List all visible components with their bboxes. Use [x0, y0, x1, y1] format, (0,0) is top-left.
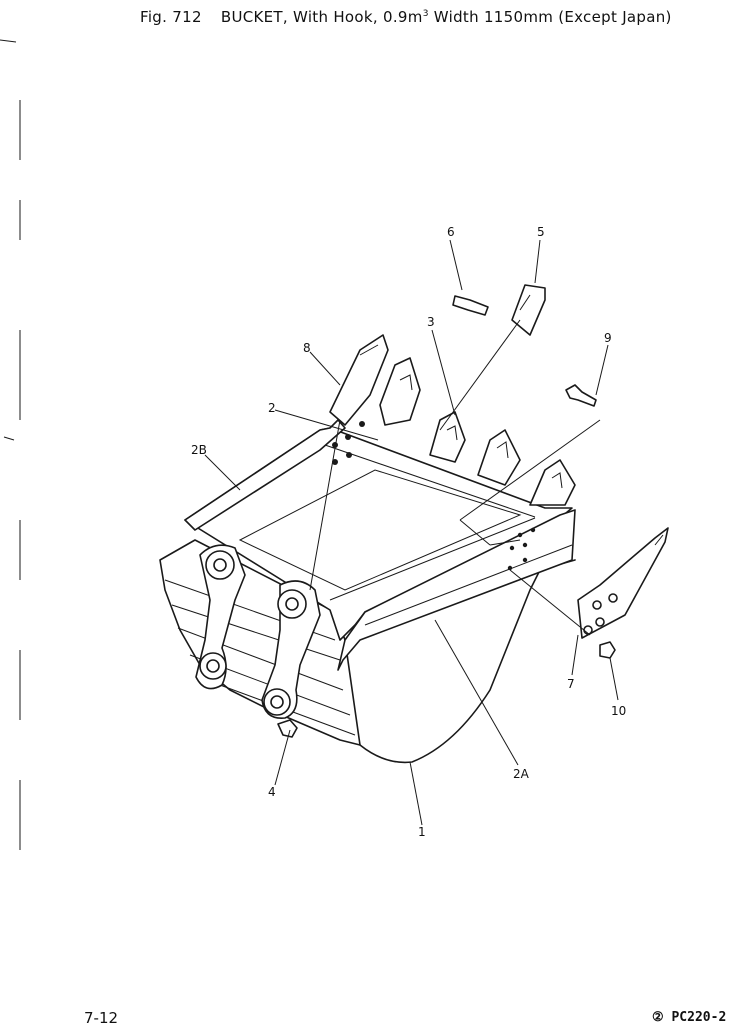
callout-6: 6	[447, 225, 455, 239]
scan-margin-marks	[0, 39, 21, 850]
callout-2b: 2B	[191, 443, 207, 457]
callout-1: 1	[418, 825, 426, 839]
tooth-exploded	[511, 284, 546, 336]
page-number: 7-12	[84, 1009, 119, 1027]
side-cutter	[577, 527, 669, 639]
callout-8: 8	[303, 341, 311, 355]
callout-9: 9	[604, 331, 612, 345]
callout-2: 2	[268, 401, 276, 415]
model-code: ② PC220-2	[652, 1010, 727, 1025]
figure-number: Fig. 712	[140, 8, 202, 26]
side-plate-left	[184, 419, 365, 531]
tooth-adapters	[379, 357, 576, 506]
callout-10: 10	[611, 704, 626, 718]
callout-3: 3	[427, 315, 435, 329]
figure-title-width: Width 1150mm (Except Japan)	[433, 8, 672, 26]
callout-2a: 2A	[513, 767, 530, 781]
nut	[599, 641, 616, 659]
callout-5: 5	[537, 225, 545, 239]
bolt	[565, 384, 597, 407]
leader-lines	[204, 239, 619, 826]
bucket-body	[159, 427, 576, 764]
figure-title-text: BUCKET, With Hook, 0.9m	[220, 8, 423, 26]
bucket-hook	[277, 719, 298, 738]
side-shroud	[329, 334, 389, 426]
callout-4: 4	[268, 785, 276, 799]
callout-7: 7	[567, 677, 575, 691]
figure-title-superscript: 3	[422, 9, 429, 19]
tooth-pin	[452, 295, 489, 316]
hinge-bosses	[195, 544, 321, 719]
figure-title: Fig. 712 BUCKET, With Hook, 0.9m3 Width …	[140, 8, 672, 26]
